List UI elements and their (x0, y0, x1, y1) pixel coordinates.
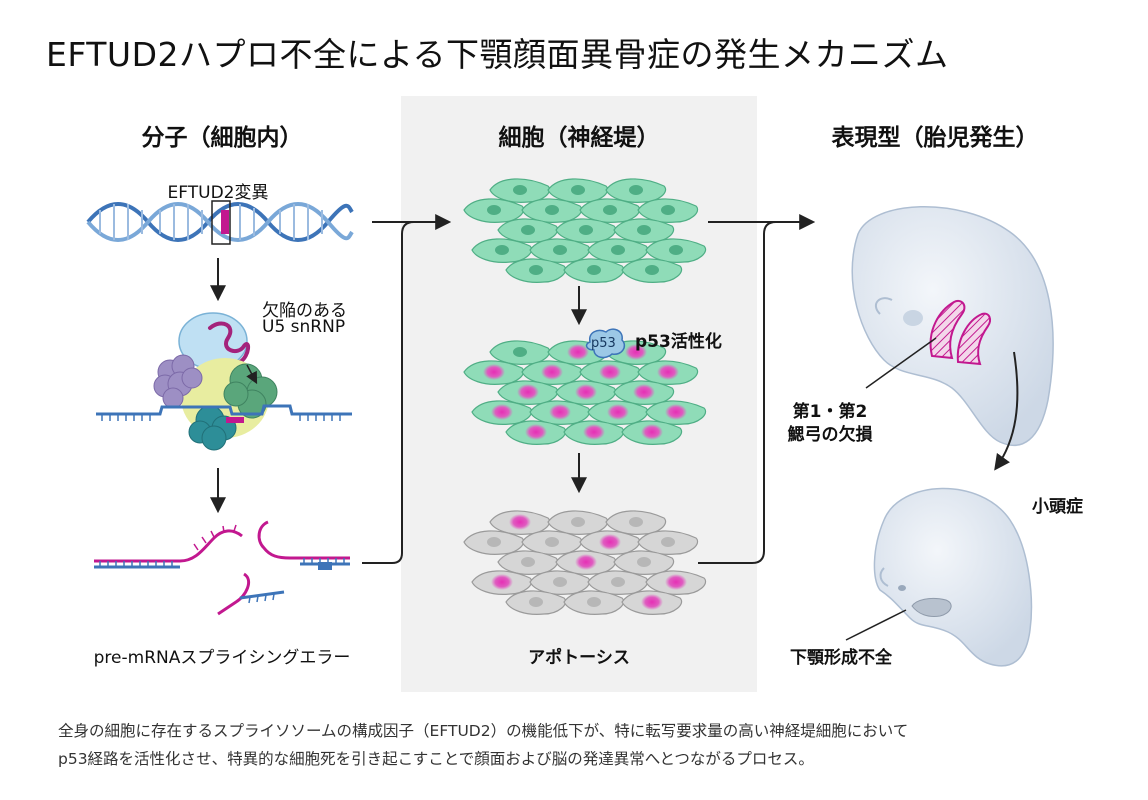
p53-badge (585, 328, 626, 359)
cell-nucleus (529, 265, 543, 275)
dna-helix-icon (86, 200, 354, 245)
figure-caption: 全身の細胞に存在するスプライソソームの構成因子（EFTUD2）の機能低下が、特に… (58, 717, 1098, 773)
p53-nucleus-signal (657, 364, 679, 380)
cell-nucleus (645, 265, 659, 275)
cell-nucleus (637, 557, 651, 567)
cell-nucleus (553, 577, 567, 587)
p53-nucleus-signal (491, 404, 513, 420)
column-header-cellular: 細胞（神経堤） (498, 125, 660, 151)
pointer-line (845, 609, 907, 641)
p53-nucleus-signal (491, 574, 513, 590)
cell-nucleus (487, 537, 501, 547)
cell-nucleus (637, 225, 651, 235)
cell-nucleus (611, 577, 625, 587)
arch-defect-label-line1: 第1・第2 (792, 402, 868, 422)
arch-defect-label-line2: 鰓弓の欠損 (787, 425, 873, 445)
pre-mrna-strand (96, 404, 352, 423)
page-title: EFTUD2ハプロ不全による下顎顔面異骨症の発生メカニズム (46, 35, 949, 74)
connector-line (698, 221, 777, 564)
apoptotic-cell-sheet (463, 510, 707, 615)
cell-nucleus (603, 205, 617, 215)
p53-nucleus-signal (633, 384, 655, 400)
p53-nucleus-signal (567, 344, 589, 360)
arrow-icon (994, 351, 1019, 471)
cell-nucleus (513, 185, 527, 195)
spliceosome-icon (153, 312, 278, 451)
p53-nucleus-signal (549, 404, 571, 420)
cell-nucleus (661, 537, 675, 547)
p53-nucleus-signal (525, 424, 547, 440)
column-header-molecular: 分子（細胞内） (141, 125, 303, 151)
p53-badge-text: p53 (591, 336, 616, 351)
cell-nucleus (629, 185, 643, 195)
p53-activated-cell-sheet (463, 340, 707, 445)
p53-nucleus-signal (665, 574, 687, 590)
p53-nucleus-signal (517, 384, 539, 400)
pointer-line (865, 337, 937, 389)
cell-nucleus (669, 245, 683, 255)
cell-nucleus (611, 245, 625, 255)
defective-snrnp-label-line1: 欠陥のある (262, 301, 347, 321)
cell-nucleus (521, 225, 535, 235)
cell-nucleus (587, 265, 601, 275)
rna-fragments-icon (94, 520, 350, 616)
column-header-phenotype: 表現型（胎児発生） (831, 125, 1039, 151)
cell-sheet-icon (463, 178, 707, 283)
cell-nucleus (545, 537, 559, 547)
p53-nucleus-signal (641, 594, 663, 610)
p53-nucleus-signal (599, 534, 621, 550)
p53-nucleus-signal (607, 404, 629, 420)
caption-line-2: p53経路を活性化させ、特異的な細胞死を引き起こすことで顔面および脳の発達異常へ… (58, 750, 814, 768)
mutation-label: EFTUD2変異 (167, 183, 269, 203)
p53-nucleus-signal (575, 384, 597, 400)
defective-snrnp-label-line2: U5 snRNP (262, 317, 346, 337)
cell-nucleus (495, 245, 509, 255)
caption-line-1: 全身の細胞に存在するスプライソソームの構成因子（EFTUD2）の機能低下が、特に… (58, 722, 909, 740)
p53-nucleus-signal (575, 554, 597, 570)
p53-nucleus-signal (583, 424, 605, 440)
cell-nucleus (571, 185, 585, 195)
cell-nucleus (487, 205, 501, 215)
embryo-icon (845, 487, 1033, 667)
p53-nucleus-signal (483, 364, 505, 380)
splicing-error-label: pre-mRNAスプライシングエラー (93, 648, 351, 668)
p53-nucleus-signal (599, 364, 621, 380)
cell-nucleus (579, 225, 593, 235)
cell-nucleus (629, 517, 643, 527)
cell-nucleus (661, 205, 675, 215)
p53-nucleus-signal (625, 344, 647, 360)
cell-nucleus (571, 517, 585, 527)
cell-nucleus (587, 597, 601, 607)
embryo-icon (851, 206, 1054, 447)
p53-nucleus-signal (641, 424, 663, 440)
apoptosis-label: アポトーシス (528, 648, 630, 668)
connector-line (362, 221, 415, 564)
micrognathia-label: 下顎形成不全 (790, 648, 892, 668)
cell-nucleus (553, 245, 567, 255)
cell-nucleus (529, 597, 543, 607)
p53-nucleus-signal (541, 364, 563, 380)
cell-nucleus (513, 347, 527, 357)
cell-nucleus (521, 557, 535, 567)
p53-activation-label: p53活性化 (635, 332, 722, 352)
cell-nucleus (545, 205, 559, 215)
p53-nucleus-signal (665, 404, 687, 420)
p53-nucleus-signal (509, 514, 531, 530)
microcephaly-label: 小頭症 (1032, 497, 1083, 517)
